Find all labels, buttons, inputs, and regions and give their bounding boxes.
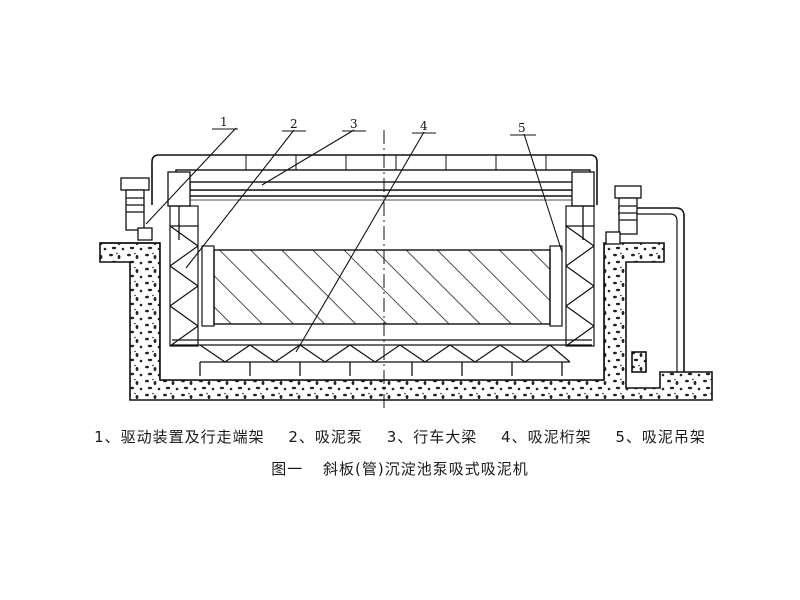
legend-item-3: 3、行车大梁	[386, 428, 478, 446]
figure-title: 斜板(管)沉淀池泵吸式吸泥机	[323, 460, 529, 478]
right-suction-hanger	[549, 245, 563, 327]
right-end-frame	[565, 205, 595, 347]
figure-caption: 图一 斜板(管)沉淀池泵吸式吸泥机	[0, 458, 800, 479]
legend-item-5: 5、吸泥吊架	[615, 428, 706, 446]
sedimentation-tank-diagram: 1 2 3 4 5	[99, 115, 713, 412]
leader-lines	[145, 127, 563, 353]
overflow-weir	[631, 351, 647, 373]
callout-5: 5	[518, 121, 526, 135]
leader-2	[185, 129, 295, 269]
leader-3	[261, 129, 355, 186]
legend-item-1: 1、驱动装置及行走端架	[94, 428, 265, 446]
legend-item-2: 2、吸泥泵	[288, 428, 363, 446]
right-drive-unit	[571, 171, 642, 245]
leader-1	[145, 127, 237, 225]
bridge-girder	[175, 169, 591, 201]
inclined-plate-pack	[213, 249, 551, 325]
callout-1: 1	[220, 115, 228, 129]
callout-3: 3	[350, 117, 358, 131]
girder-panels	[245, 155, 547, 170]
figure-label: 图一	[271, 460, 304, 478]
callout-2: 2	[290, 117, 298, 131]
legend-item-4: 4、吸泥桁架	[501, 428, 592, 446]
leader-4	[295, 131, 425, 353]
legend: 1、驱动装置及行走端架 2、吸泥泵 3、行车大梁 4、吸泥桁架 5、吸泥吊架	[0, 426, 800, 447]
suction-truss	[172, 339, 592, 363]
left-suction-hanger	[201, 245, 215, 327]
suction-nozzles	[199, 362, 563, 376]
discharge-pipe	[618, 207, 685, 372]
callout-4: 4	[420, 119, 428, 133]
suction-pipe-loop	[151, 154, 598, 205]
leader-5	[523, 133, 563, 253]
callout-underlines	[212, 128, 536, 136]
left-end-frame	[169, 205, 199, 347]
